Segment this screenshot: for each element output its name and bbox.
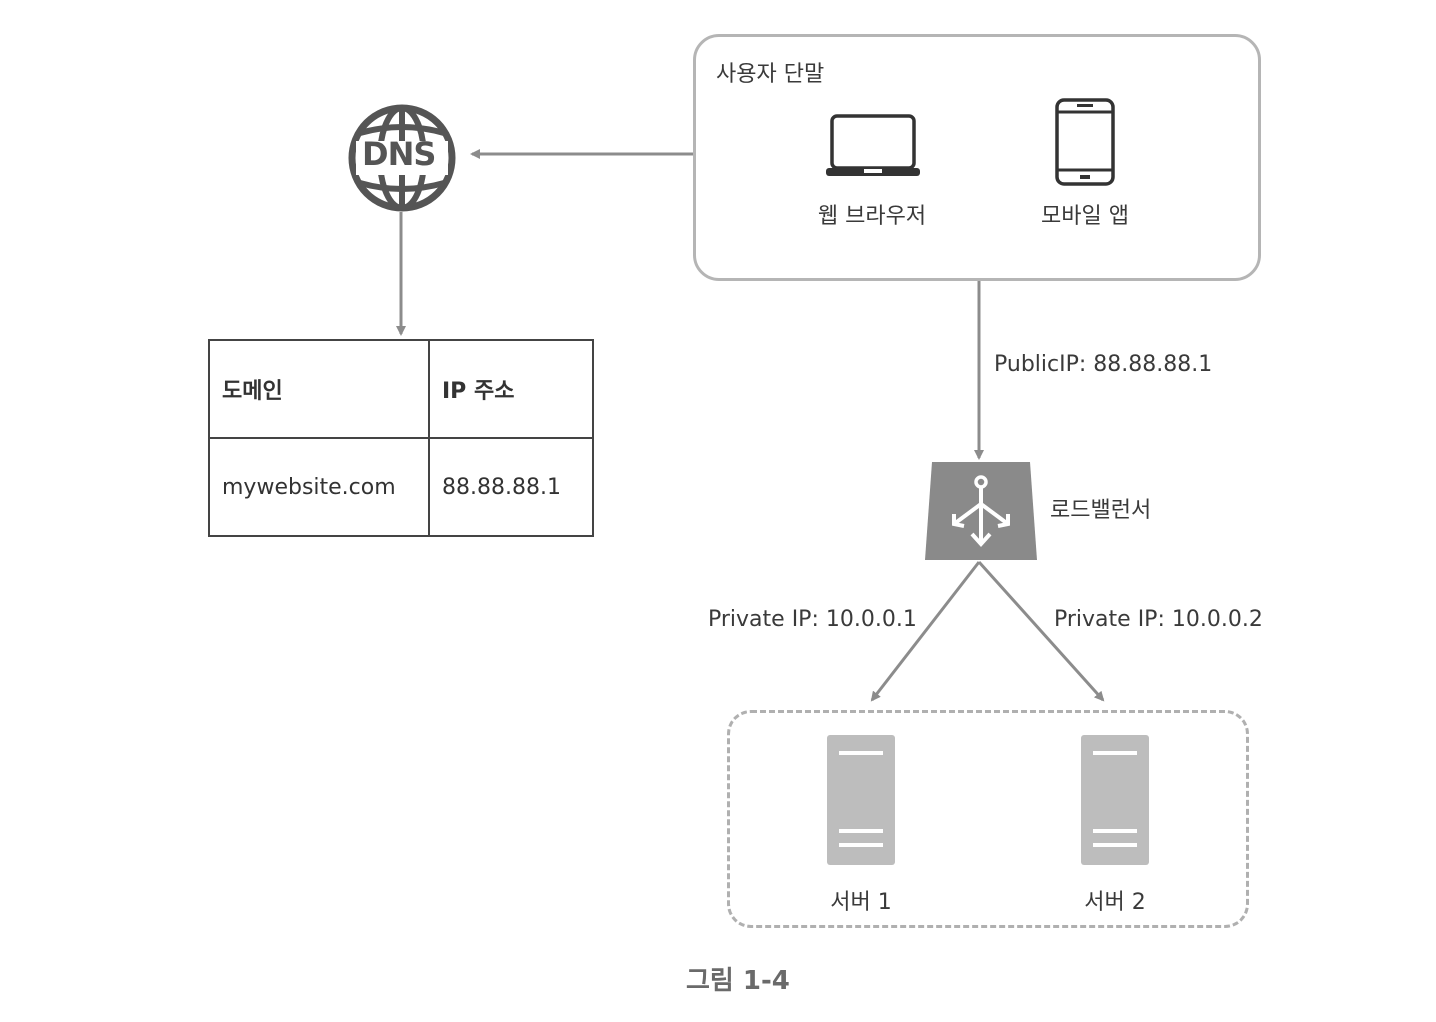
laptop-icon	[826, 114, 920, 176]
dns-globe-icon	[348, 104, 456, 212]
figure-caption: 그림 1-4	[686, 966, 790, 996]
header-ip-address: IP 주소	[428, 339, 594, 439]
dns-icon-text: DNS	[362, 135, 436, 173]
mobile-phone-icon	[1055, 98, 1115, 186]
dns-record-table: 도메인 IP 주소 mywebsite.com 88.88.88.1	[208, 339, 594, 537]
load-balancer-icon	[925, 462, 1037, 560]
server-group-box	[727, 710, 1249, 928]
web-browser-label: 웹 브라우저	[817, 204, 927, 229]
cell-domain: mywebsite.com	[208, 437, 430, 537]
server-1-label: 서버 1	[830, 890, 892, 915]
server-1-icon	[827, 735, 895, 865]
user-devices-box	[693, 34, 1261, 281]
arrow-lb-to-server-2	[977, 560, 1105, 702]
table-row: mywebsite.com 88.88.88.1	[208, 437, 594, 537]
table-header-row: 도메인 IP 주소	[208, 339, 594, 439]
mobile-app-label: 모바일 앱	[1041, 204, 1129, 229]
server-2-label: 서버 2	[1084, 890, 1146, 915]
arrow-lb-to-server-1	[870, 561, 981, 702]
private-ip-2-label: Private IP: 10.0.0.2	[1054, 607, 1263, 632]
load-balancer-label: 로드밸런서	[1050, 498, 1152, 523]
header-domain: 도메인	[208, 339, 430, 439]
server-2-icon	[1081, 735, 1149, 865]
user-devices-title: 사용자 단말	[716, 62, 825, 87]
cell-ip-address: 88.88.88.1	[428, 437, 594, 537]
private-ip-1-label: Private IP: 10.0.0.1	[708, 607, 917, 632]
public-ip-label: PublicIP: 88.88.88.1	[994, 352, 1213, 377]
